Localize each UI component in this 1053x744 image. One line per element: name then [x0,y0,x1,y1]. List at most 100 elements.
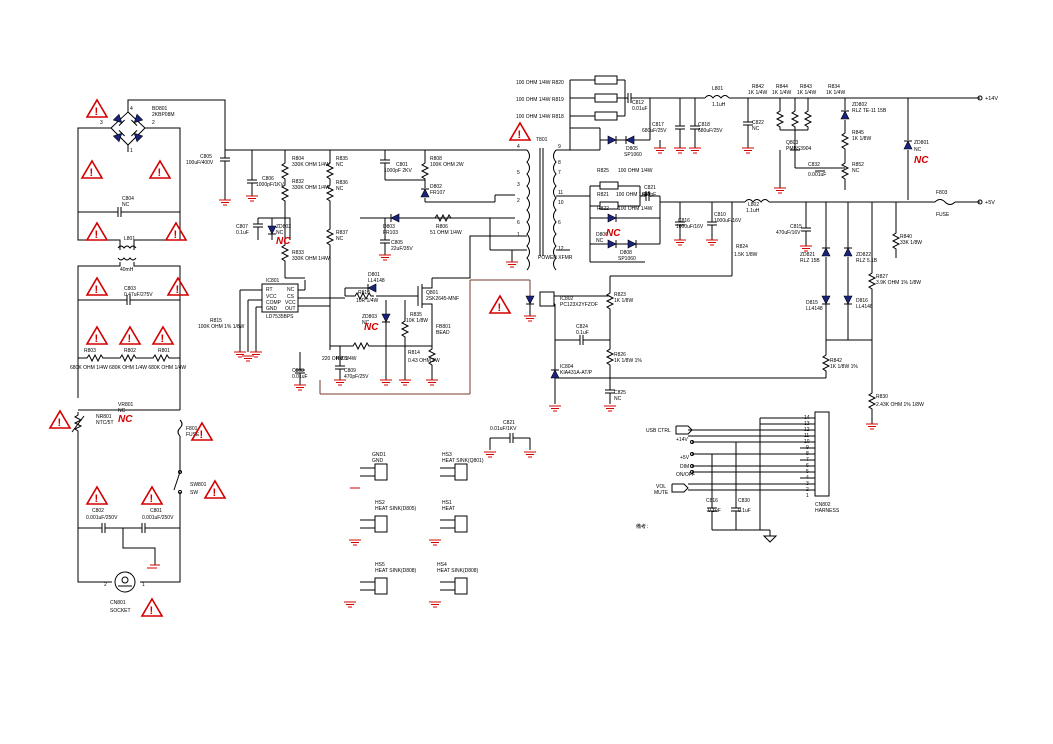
c801-ref: C801 [150,508,162,514]
r809-val: 220 OHM 1/4W [322,356,357,362]
r803-ref: R803 [84,348,96,354]
cn802-pin: 1 [806,493,809,499]
r842b-ref: R842 [830,358,842,364]
cn802-pin: 14 [804,415,810,421]
zd803-ref: ZD803 [362,314,377,320]
c830-ref: C830 [738,498,750,504]
warning-icon [141,598,163,618]
r802-ref: R802 [124,348,136,354]
hs5-val: HEAT SINK(D808) [375,568,417,574]
t801-pin: 4 [517,144,520,150]
c807-val: 0.1uF [236,230,249,236]
cn802-val: HARNESS [815,508,840,514]
note-label: 備考： [636,523,651,530]
r809-ref: R809 [336,356,348,362]
svg-text:2: 2 [104,582,107,588]
c818-ref: C818 [698,122,710,128]
warning-icon [86,486,108,506]
feedback-section: IC802 PC123X2YFZOF R823 1K 1/8W C824 0.1… [523,250,733,412]
r823-val: 1K 1/8W [614,298,633,304]
c821b-ref: C821 [503,420,515,426]
ic801-pin: RT [266,287,273,293]
r834-val: 1K 1/4W [826,90,845,96]
c825-ref: C825 [614,390,626,396]
t801-pin: 8 [558,160,561,166]
t801-pin: 5 [517,170,520,176]
c821-val: 680pF [642,192,656,198]
zd802b-val: RLZ TE-11 15B [852,108,887,114]
zd821-val: RLZ 15B [800,258,820,264]
r810-val: 10R 1/4W [356,298,379,304]
zd802-ref: ZD802 [276,224,291,230]
r804-val: 330K OHM 1/4W [292,162,330,168]
zd821-ref: ZD821 [800,252,815,258]
c805-val: 100uF/400V [186,160,214,166]
dim-label: DIM [680,464,689,470]
t801-pin: 1 [517,232,520,238]
warning-icon [167,277,189,297]
zd802-nc: NC [276,236,291,247]
d816-ref: D816 [856,298,868,304]
c816-ref: C816 [678,218,690,224]
c805-ref: C805 [200,154,212,160]
bridge-rectifier [110,111,146,146]
c830-val: 0.1uF [738,508,751,514]
ic801-pn: LD7535BPS [266,314,294,320]
zd801-val: NC [914,147,922,153]
r824-ref: R824 [736,244,748,250]
r833-val: 330K OHM 1/4W [292,256,330,262]
warning-icon [165,222,187,242]
r852-val: NC [852,168,860,174]
ic802-ref: IC802 [560,296,574,302]
nr801-val: NTC/5T [96,420,114,426]
r844-val: 1K 1/4W [772,90,791,96]
ic801-pin: GND [266,306,278,312]
misc-heatsinks: C821 0.01uF/1KV GND1 GND HS3 HEAT SINK(Q… [343,420,537,608]
v5-rail-label: +5V [985,200,995,206]
v14-rail-label: +14V [985,96,998,102]
output-14v-section: 100 OHM 1/4W R820 100 OHM 1/4W R819 100 … [516,75,998,200]
ic801-pin: VCC [266,294,277,300]
d816-val: LL4148 [856,304,873,310]
r821-ref: R821 [597,192,609,198]
l802-val: 1.1uH [746,208,760,214]
c807-ref: C807 [236,224,248,230]
c802-ref: C802 [92,508,104,514]
r827-ref: R827 [876,274,888,280]
r824-val: 1.5K 1/8W [734,252,758,258]
l801-ref: L801 [124,236,135,242]
c804-ref: C804 [122,196,134,202]
hs4-val: HEAT SINK(D808) [437,568,479,574]
d801-val: LL4148 [368,278,385,284]
l801b-ref: L801 [712,86,723,92]
optocoupler-body [539,291,555,307]
r814-val: 0.43 OHM 2W [408,358,440,364]
onoff-label: ON/OFF [676,472,695,478]
d806-val: NC [596,238,604,244]
q801-pn: 2SK2645-MNF [426,296,459,302]
cn802-pin: 10 [804,439,810,445]
warning-icon [86,326,108,346]
ground-symbol-icon [762,535,778,543]
c801b-ref: C801 [396,162,408,168]
bd801-pn: 2KBP08M [152,112,175,118]
warning-icon [204,480,226,500]
r843-ref: R843 [800,84,812,90]
r842-ref: R842 [752,84,764,90]
r837-val: NC [336,236,344,242]
cn802-pin: 7 [806,457,809,463]
zd801-nc: NC [914,155,929,166]
ic801-pin: NC [287,287,295,293]
r835b-ref: R835 [410,312,422,318]
r815-val: 100K OHM 1% 1/8W [198,324,245,330]
cn801-val: SOCKET [110,608,131,614]
cn801-ref: CN801 [110,600,126,606]
zd822-val: RLZ 5.1B [856,258,878,264]
c818-val: 680uF/25V [698,128,723,134]
r822-ref: R822 [597,206,609,212]
sw801-val: SW [190,490,198,496]
zd801-ref: ZD801 [914,140,929,146]
c808-val: 0.01uF [292,374,308,380]
c810-ref: C810 [714,212,726,218]
r835-ref: R835 [336,156,348,162]
